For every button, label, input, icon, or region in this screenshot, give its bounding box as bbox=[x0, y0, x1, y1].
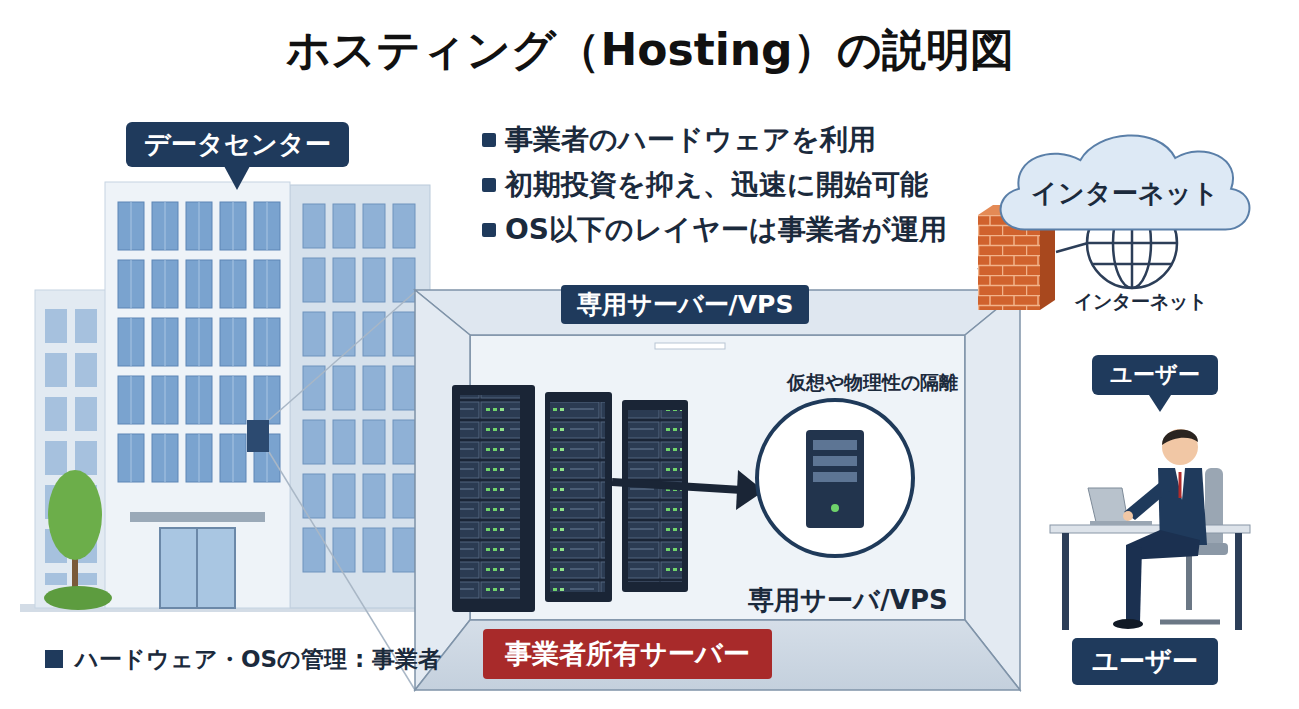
pointer bbox=[224, 166, 1173, 630]
owner-server-box: 事業者所有サーバー bbox=[483, 629, 772, 679]
dedicated-server-icon-part bbox=[831, 504, 839, 512]
user-figure-part bbox=[1205, 468, 1223, 548]
datacenter-building-part bbox=[290, 185, 430, 608]
cloud-outline bbox=[1001, 135, 1250, 229]
server-rack-part bbox=[628, 410, 682, 582]
bullet-text: 事業者のハードウェアを利用 bbox=[505, 121, 876, 159]
datacenter-building-part bbox=[115, 198, 285, 488]
server-room-box: 専用サーバー/VPS 事業者所有サーバー bbox=[415, 285, 1020, 690]
dedicated-server-icon-part bbox=[806, 430, 864, 528]
user-figure-part bbox=[1175, 468, 1185, 500]
bullet-marker bbox=[482, 133, 496, 237]
user-figure-part bbox=[1062, 533, 1069, 630]
server-rack-part bbox=[622, 400, 688, 592]
server-rack-part bbox=[452, 385, 535, 612]
datacenter-building-part bbox=[160, 528, 235, 608]
user-callout: ユーザー bbox=[1092, 355, 1218, 395]
globe-icon-part bbox=[1087, 242, 1177, 245]
bullet-marker-part bbox=[482, 223, 496, 237]
bullet-text: OS以下のレイヤーは事業者が運用 bbox=[505, 211, 947, 249]
datacenter-building-part bbox=[42, 305, 102, 585]
datacenter-building bbox=[20, 182, 440, 690]
server-room-part bbox=[655, 343, 725, 349]
user-figure-part bbox=[1113, 619, 1143, 629]
datacenter-building-part bbox=[269, 292, 415, 420]
user-figure-part bbox=[1160, 620, 1220, 625]
user-figure-part bbox=[1124, 478, 1175, 520]
user-figure-part bbox=[1050, 525, 1250, 533]
internet-cloud: インターネット bbox=[991, 125, 1259, 235]
server-rack bbox=[452, 385, 688, 612]
node-text: データセンター bbox=[144, 127, 331, 162]
dedicated-server-icon-part bbox=[813, 472, 857, 482]
network-line-part bbox=[1056, 243, 1088, 252]
legend-swatch bbox=[45, 650, 63, 668]
user-figure-part bbox=[1123, 511, 1133, 521]
user-figure-part bbox=[1235, 533, 1242, 630]
room-heading: 専用サーバー/VPS bbox=[561, 285, 810, 324]
dedicated-server-icon-part bbox=[813, 440, 857, 450]
user-figure-part bbox=[1126, 545, 1142, 622]
diagram-title: ホスティング（Hosting）の説明図 bbox=[286, 21, 1013, 80]
node-text: インターネット bbox=[1031, 176, 1219, 211]
server-rack-part bbox=[545, 392, 612, 602]
user-figure-part bbox=[1090, 521, 1152, 525]
server-room bbox=[415, 290, 1020, 690]
user-box: ユーザー bbox=[1072, 638, 1218, 685]
datacenter-building-part bbox=[300, 200, 420, 580]
datacenter-building-part bbox=[247, 420, 269, 452]
datacenter-building-part bbox=[48, 470, 102, 560]
datacenter-building-part bbox=[130, 512, 265, 522]
server-caption: 専用サーバ/VPS bbox=[748, 583, 947, 618]
isolation-arrow-part bbox=[612, 482, 742, 490]
bullet-marker-part bbox=[482, 133, 496, 147]
node-text: 事業者所有サーバー bbox=[505, 636, 750, 672]
user-figure-part bbox=[1088, 488, 1128, 522]
user-figure bbox=[1050, 429, 1250, 630]
legend-text: ハードウェア・OSの管理 : 事業者 bbox=[75, 644, 441, 675]
internet-label: インターネット bbox=[1074, 289, 1207, 315]
isolation-arrow bbox=[612, 470, 764, 510]
datacenter-building-part bbox=[35, 290, 107, 608]
dedicated-server-icon-part bbox=[813, 456, 857, 466]
server-room-part bbox=[470, 335, 965, 620]
pointer-part bbox=[224, 166, 250, 190]
dedicated-server-icon bbox=[757, 400, 913, 556]
bullet-text: 初期投資を抑え、迅速に開始可能 bbox=[505, 166, 928, 204]
globe-icon-part bbox=[1093, 263, 1171, 266]
node-text: ユーザー bbox=[1092, 644, 1198, 679]
node-text: ユーザー bbox=[1110, 360, 1200, 390]
server-rack-part bbox=[460, 395, 520, 600]
server-room-part bbox=[415, 620, 1020, 690]
bullet-marker-part bbox=[482, 178, 496, 192]
user-figure-part bbox=[1162, 430, 1198, 445]
isolation-note: 仮想や物理性の隔離 bbox=[787, 370, 958, 396]
datacenter-building-part bbox=[44, 586, 112, 610]
datacenter-building-part bbox=[105, 182, 290, 608]
user-figure-part bbox=[1186, 555, 1192, 610]
user-figure-part bbox=[1162, 429, 1198, 465]
datacenter-building-part bbox=[196, 528, 198, 608]
dedicated-server-icon-part bbox=[757, 400, 913, 556]
pointer-part bbox=[1147, 392, 1173, 412]
server-rack-part bbox=[550, 402, 605, 592]
datacenter-callout: データセンター bbox=[126, 122, 349, 167]
user-figure-part bbox=[1179, 472, 1182, 498]
